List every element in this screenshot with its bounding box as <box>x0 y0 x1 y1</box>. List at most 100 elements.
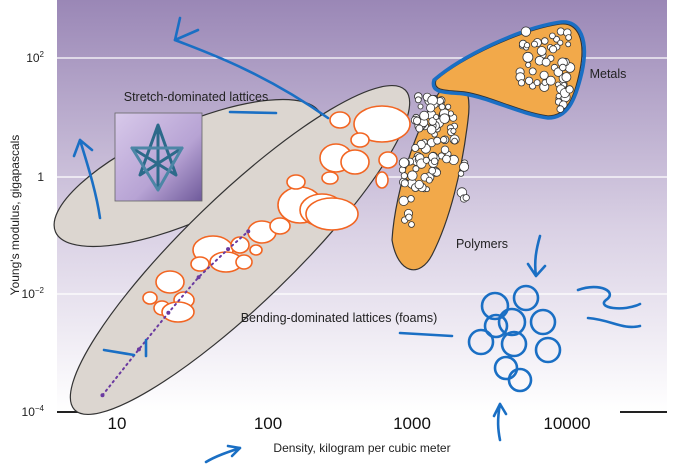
material-bubble <box>414 180 424 190</box>
lattice-photo <box>114 112 203 202</box>
y-tick-label: 1 <box>37 170 44 184</box>
x-tick-label: 10000 <box>543 414 590 433</box>
material-bubble <box>549 45 558 54</box>
material-bubble <box>430 157 439 165</box>
foam-ellipse <box>321 171 339 185</box>
foam-ellipse <box>142 291 158 305</box>
foam-ellipse <box>249 244 263 256</box>
hand-drawn-circles <box>467 284 562 393</box>
trend-point <box>100 393 105 398</box>
bending-region-label: Bending-dominated lattices (foams) <box>241 311 438 325</box>
polymers-label: Polymers <box>456 237 508 251</box>
underline-annotation <box>228 110 278 115</box>
arrow-annotation <box>173 38 330 120</box>
foam-ellipse <box>353 105 411 143</box>
y-tick-label: 102 <box>26 50 44 65</box>
material-bubble <box>450 127 457 134</box>
material-bubble <box>541 37 549 45</box>
foam-ellipse <box>329 111 351 129</box>
foam-ellipse <box>378 151 398 169</box>
material-bubble <box>557 39 564 46</box>
material-bubble <box>457 170 465 177</box>
material-bubble <box>459 161 470 172</box>
stretch-region-label: Stretch-dominated lattices <box>124 90 269 104</box>
x-tick-label: 10 <box>108 414 127 433</box>
trend-point <box>246 229 251 234</box>
trend-point <box>166 310 171 315</box>
foam-ellipse <box>269 217 291 235</box>
material-bubble <box>442 154 451 164</box>
arrow-annotation <box>526 234 547 278</box>
foam-ellipse <box>375 171 389 189</box>
material-bubble <box>407 195 415 203</box>
material-bubble <box>549 32 556 40</box>
x-ticks: 10 100 1000 10000 <box>108 414 591 433</box>
foam-ellipse <box>235 254 253 270</box>
material-bubble <box>440 145 450 154</box>
hand-annotations <box>72 16 642 464</box>
material-bubble <box>405 213 413 221</box>
foam-ellipse <box>230 236 250 254</box>
y-tick-label: 10−2 <box>22 286 45 301</box>
material-bubble <box>522 51 534 63</box>
arrow-head-icon <box>173 16 200 42</box>
material-bubble <box>539 70 549 80</box>
material-bubble <box>517 79 526 87</box>
material-bubble <box>425 176 433 184</box>
material-bubble <box>541 57 551 67</box>
material-bubble <box>555 93 562 100</box>
trend-point <box>226 247 231 252</box>
foam-bubbles <box>142 105 411 323</box>
material-bubble <box>565 85 574 94</box>
material-bubble <box>412 165 420 173</box>
material-bubble <box>528 67 537 76</box>
foam-ellipse <box>190 256 210 272</box>
scribble-annotation <box>102 338 148 358</box>
material-bubble <box>426 125 437 135</box>
material-bubble <box>533 79 541 86</box>
material-bubble <box>524 76 534 85</box>
material-bubble <box>428 166 437 175</box>
material-bubble <box>561 72 572 82</box>
foam-ellipse <box>155 270 185 294</box>
material-bubble <box>408 221 415 228</box>
material-bubble <box>545 75 556 86</box>
material-bubble <box>415 124 424 133</box>
arrow-annotation <box>492 402 508 442</box>
arrow-annotation <box>204 444 242 464</box>
material-bubble <box>417 103 424 110</box>
material-bubble <box>447 110 454 117</box>
material-bubble <box>556 105 565 113</box>
x-axis-title: Density, kilogram per cubic meter <box>273 441 450 455</box>
material-bubble <box>407 170 418 181</box>
material-bubble <box>536 46 547 56</box>
arrow-annotation <box>72 138 102 220</box>
x-tick-label: 100 <box>254 414 282 433</box>
metal-bubbles <box>398 26 576 228</box>
foam-ellipse <box>350 132 370 148</box>
material-bubble <box>559 63 567 72</box>
material-bubble <box>411 143 420 152</box>
material-bubble <box>440 136 448 144</box>
trend-line-path <box>101 230 250 397</box>
material-bubble <box>565 34 572 41</box>
material-bubble <box>451 137 458 145</box>
material-bubble <box>565 41 572 48</box>
material-bubble <box>414 96 422 104</box>
material-bubble <box>412 116 422 125</box>
material-bubble <box>398 157 410 168</box>
lattice-star-icon <box>130 123 184 192</box>
material-bubble <box>398 195 409 206</box>
material-bubble <box>400 179 409 188</box>
metals-label: Metals <box>590 67 627 81</box>
foam-ellipse <box>161 301 195 323</box>
foam-ellipse <box>286 174 306 190</box>
trend-line <box>100 229 251 398</box>
material-bubble <box>531 40 538 48</box>
material-bubble <box>439 113 450 124</box>
material-bubble <box>445 103 452 110</box>
material-bubble <box>520 26 532 37</box>
material-bubble <box>433 114 440 121</box>
